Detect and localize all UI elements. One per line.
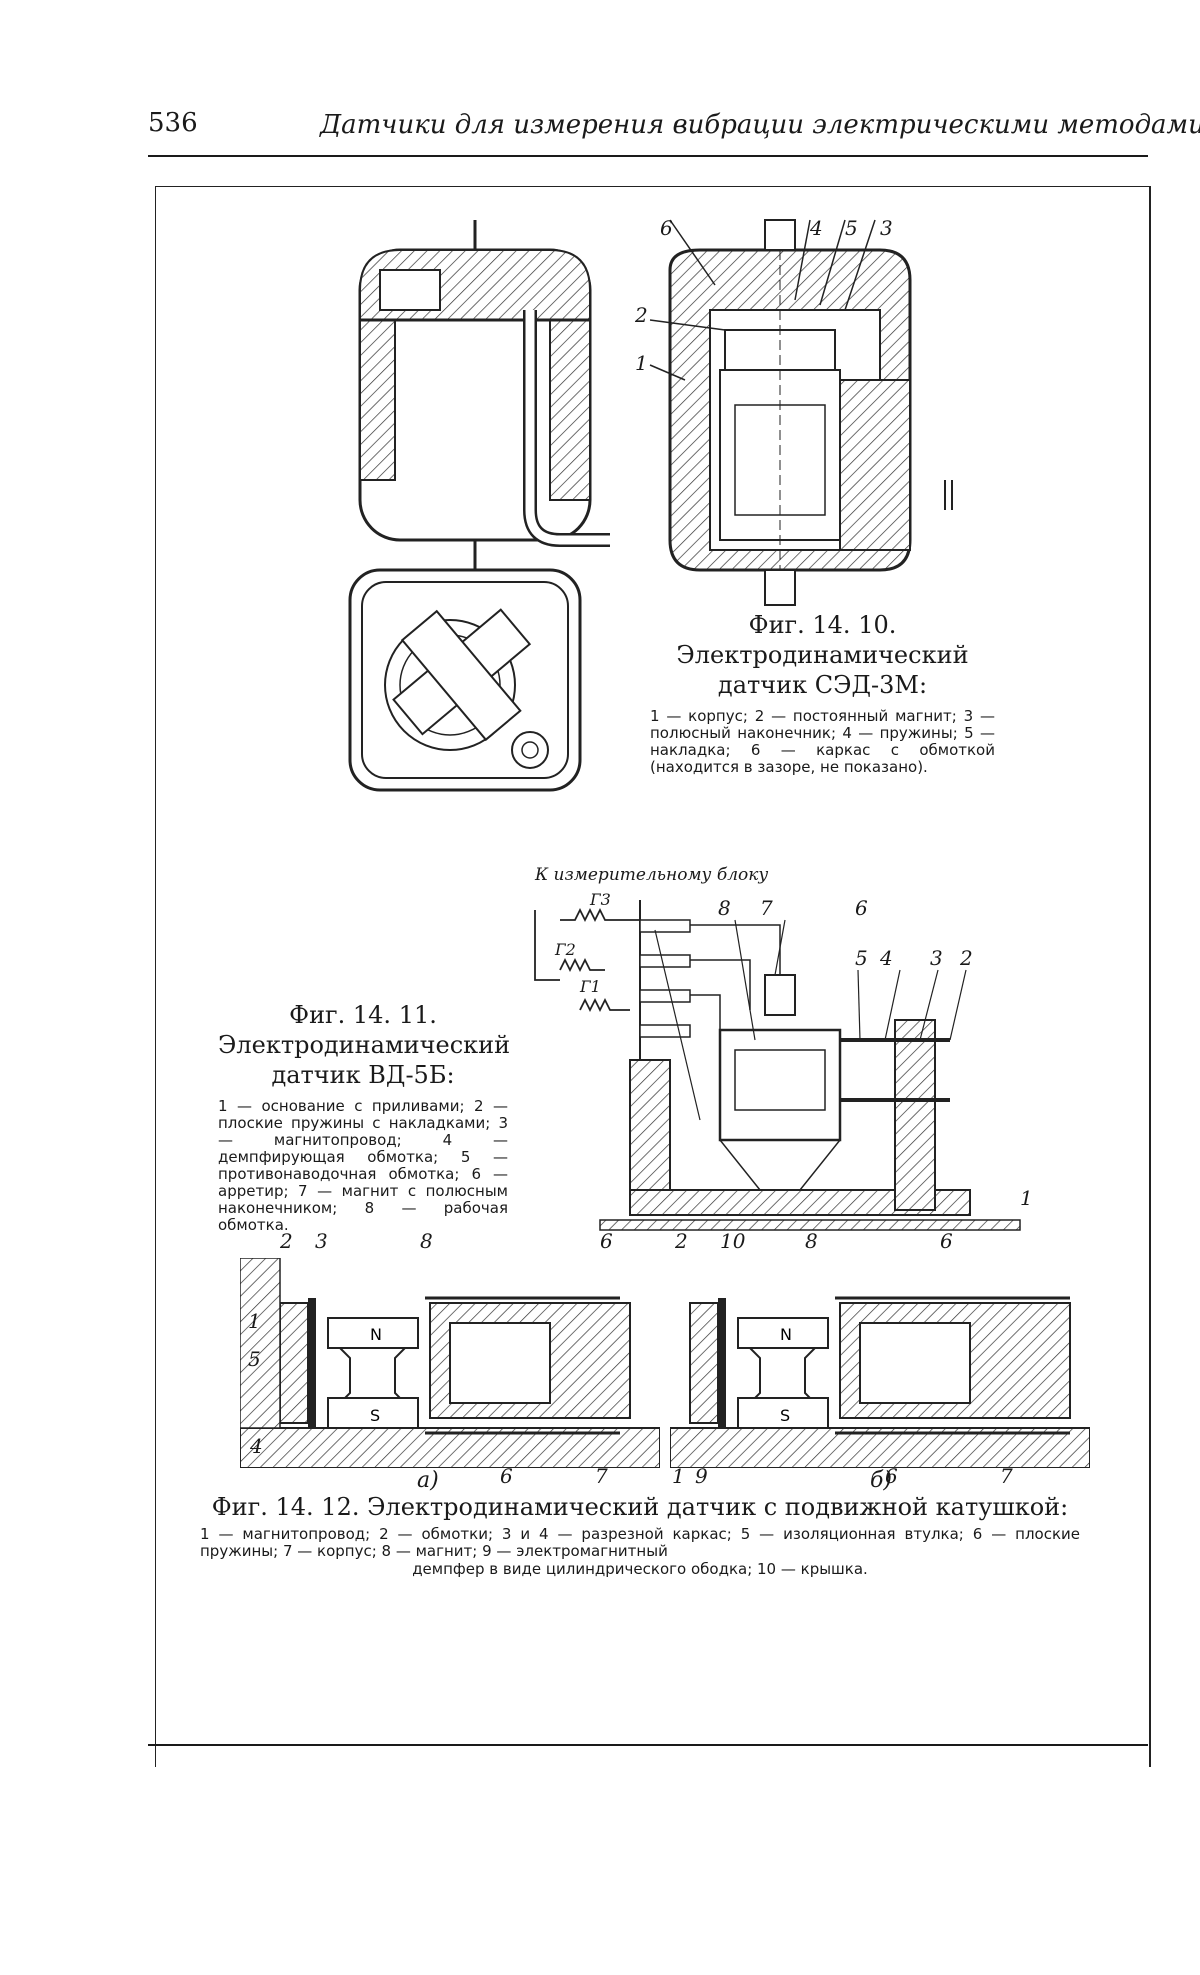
- fig-14-12a-label-2: 2: [279, 1229, 293, 1253]
- fig-14-12a-labels: 2 3 8 6 1 5 4 6 7: [200, 1228, 660, 1488]
- fig-14-12b-label-6-top: 6: [940, 1229, 953, 1253]
- fig-14-12b-label-1: 1: [672, 1464, 685, 1488]
- fig-14-10-caption: Фиг. 14. 10. Электродинамический датчик …: [650, 610, 995, 776]
- fig-14-12a-label-3: 3: [315, 1229, 328, 1253]
- bottom-rule: [148, 1744, 1148, 1746]
- side-view: [360, 220, 610, 570]
- sensor-body: [600, 975, 1020, 1230]
- fig-14-11-label-2: 2: [959, 946, 973, 970]
- page-number: 536: [148, 108, 198, 138]
- resistor-g3-label: Г3: [589, 890, 611, 909]
- fig-14-11-label-6: 6: [855, 896, 868, 920]
- fig-14-12a-label-6-top: 6: [600, 1229, 613, 1253]
- fig-14-12-legend: 1 — магнитопровод; 2 — обмотки; 3 и 4 — …: [200, 1526, 1080, 1560]
- fig-14-12-caption: Фиг. 14. 12. Электродинамический датчик …: [200, 1492, 1080, 1578]
- fig-14-11-title: Фиг. 14. 11. Электродинамический датчик …: [218, 1000, 508, 1090]
- fig-14-11-label-5: 5: [855, 946, 868, 970]
- fig-14-12a-label-4: 4: [249, 1434, 263, 1458]
- fig-14-12b-label-9: 9: [695, 1464, 708, 1488]
- header-rule: [148, 155, 1148, 157]
- fig-14-12-sublabel-b: б): [870, 1468, 892, 1493]
- vibration-arrows-icon: [945, 480, 952, 510]
- fig-14-12a-label-7: 7: [595, 1464, 608, 1488]
- fig-14-12a-label-5: 5: [248, 1347, 261, 1371]
- fig-14-10-label-4: 4: [809, 216, 823, 240]
- fig-14-11-label-1: 1: [1020, 1186, 1033, 1210]
- fig-14-12-title: Фиг. 14. 12. Электродинамический датчик …: [200, 1492, 1080, 1522]
- fig-14-11-label-4: 4: [879, 946, 893, 970]
- fig-14-10-title: Фиг. 14. 10. Электродинамический датчик …: [650, 610, 995, 700]
- fig-14-10-label-2: 2: [634, 303, 648, 327]
- fig-14-12-legend-last: демпфер в виде цилиндрического ободка; 1…: [200, 1560, 1080, 1578]
- fig-14-10-label-3: 3: [880, 216, 893, 240]
- fig-14-12b-labels: 2 10 8 6 1 9 6 7: [660, 1228, 1100, 1488]
- fig-14-12a-label-8: 8: [420, 1229, 433, 1253]
- section-view: [670, 220, 910, 605]
- fig-14-11-caption: Фиг. 14. 11. Электродинамический датчик …: [218, 1000, 508, 1234]
- running-head: Датчики для измерения вибрации электриче…: [320, 110, 1200, 140]
- fig-14-11-label-7: 7: [760, 896, 773, 920]
- fig-14-11-label-8: 8: [718, 896, 731, 920]
- fig-14-10-label-5: 5: [845, 216, 858, 240]
- fig-14-12a-label-1: 1: [248, 1309, 261, 1333]
- fig-14-11-label-3: 3: [930, 946, 943, 970]
- fig-14-10-legend: 1 — корпус; 2 — постоянный магнит; 3 — п…: [650, 708, 995, 776]
- fig-14-11-note-line: К измерительному блоку: [534, 865, 768, 885]
- fig-14-10-label-6: 6: [660, 216, 673, 240]
- fig-14-12-sublabel-a: а): [417, 1468, 439, 1493]
- fig-14-12b-label-7: 7: [1000, 1464, 1013, 1488]
- fig-14-11-legend: 1 — основание с приливами; 2 — плоские п…: [218, 1098, 508, 1234]
- resistor-g1-label: Г1: [579, 977, 601, 996]
- fig-14-12a-label-6-bottom: 6: [500, 1464, 513, 1488]
- plan-view: [350, 570, 580, 790]
- fig-14-12b-label-10: 10: [720, 1229, 746, 1253]
- fig-14-12b-label-8: 8: [805, 1229, 818, 1253]
- fig-14-11-drawing: К измерительному блоку Г3 Г2 Г1 8 7 6 5 …: [520, 860, 1040, 1240]
- fig-14-10-label-1: 1: [635, 351, 648, 375]
- fig-14-12b-label-2: 2: [674, 1229, 688, 1253]
- resistor-g2-label: Г2: [554, 940, 576, 959]
